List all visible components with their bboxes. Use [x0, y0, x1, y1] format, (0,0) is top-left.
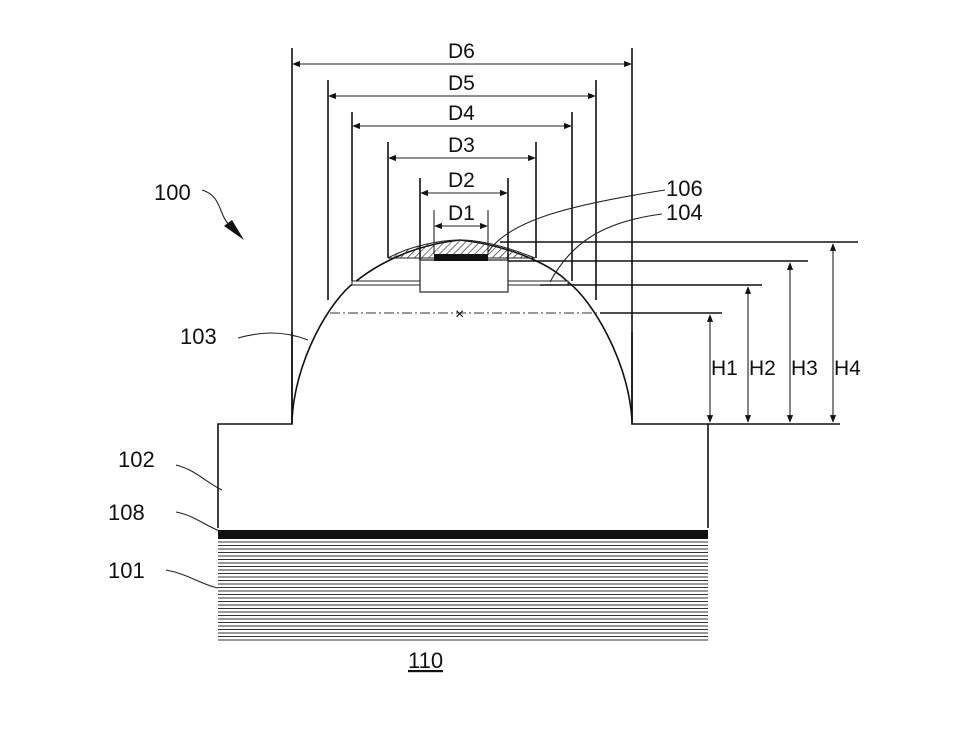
ref-106: 106: [666, 176, 703, 201]
ref-103: 103: [180, 324, 217, 349]
ref-104: 104: [666, 200, 703, 225]
leader-103: [238, 333, 308, 340]
d5-label: D5: [448, 72, 475, 95]
ref-108: 108: [108, 500, 145, 525]
ref-102: 102: [118, 447, 155, 472]
leader-101: [166, 570, 218, 588]
ref-110: 110: [408, 648, 443, 673]
leader-104: [550, 214, 662, 282]
contact-layer-left: [352, 281, 420, 285]
d6-label: D6: [448, 40, 475, 63]
top-element: [434, 254, 488, 261]
bonding-layer: [218, 530, 708, 539]
h4-label: H4: [834, 357, 861, 380]
h3-label: H3: [791, 357, 818, 380]
leader-100: [202, 190, 230, 226]
leader-108: [176, 512, 222, 532]
h1-label: H1: [711, 357, 738, 380]
h2-label: H2: [749, 357, 776, 380]
central-block: [420, 260, 508, 292]
d4-label: D4: [448, 102, 475, 125]
ref-100: 100: [154, 180, 191, 205]
layer-101-stripes: [218, 542, 708, 640]
center-mark: ×: [455, 306, 464, 323]
leader-102: [176, 465, 222, 490]
d2-label: D2: [448, 169, 475, 192]
d1-label: D1: [448, 202, 475, 225]
d3-label: D3: [448, 134, 475, 157]
ref-101: 101: [108, 558, 145, 583]
